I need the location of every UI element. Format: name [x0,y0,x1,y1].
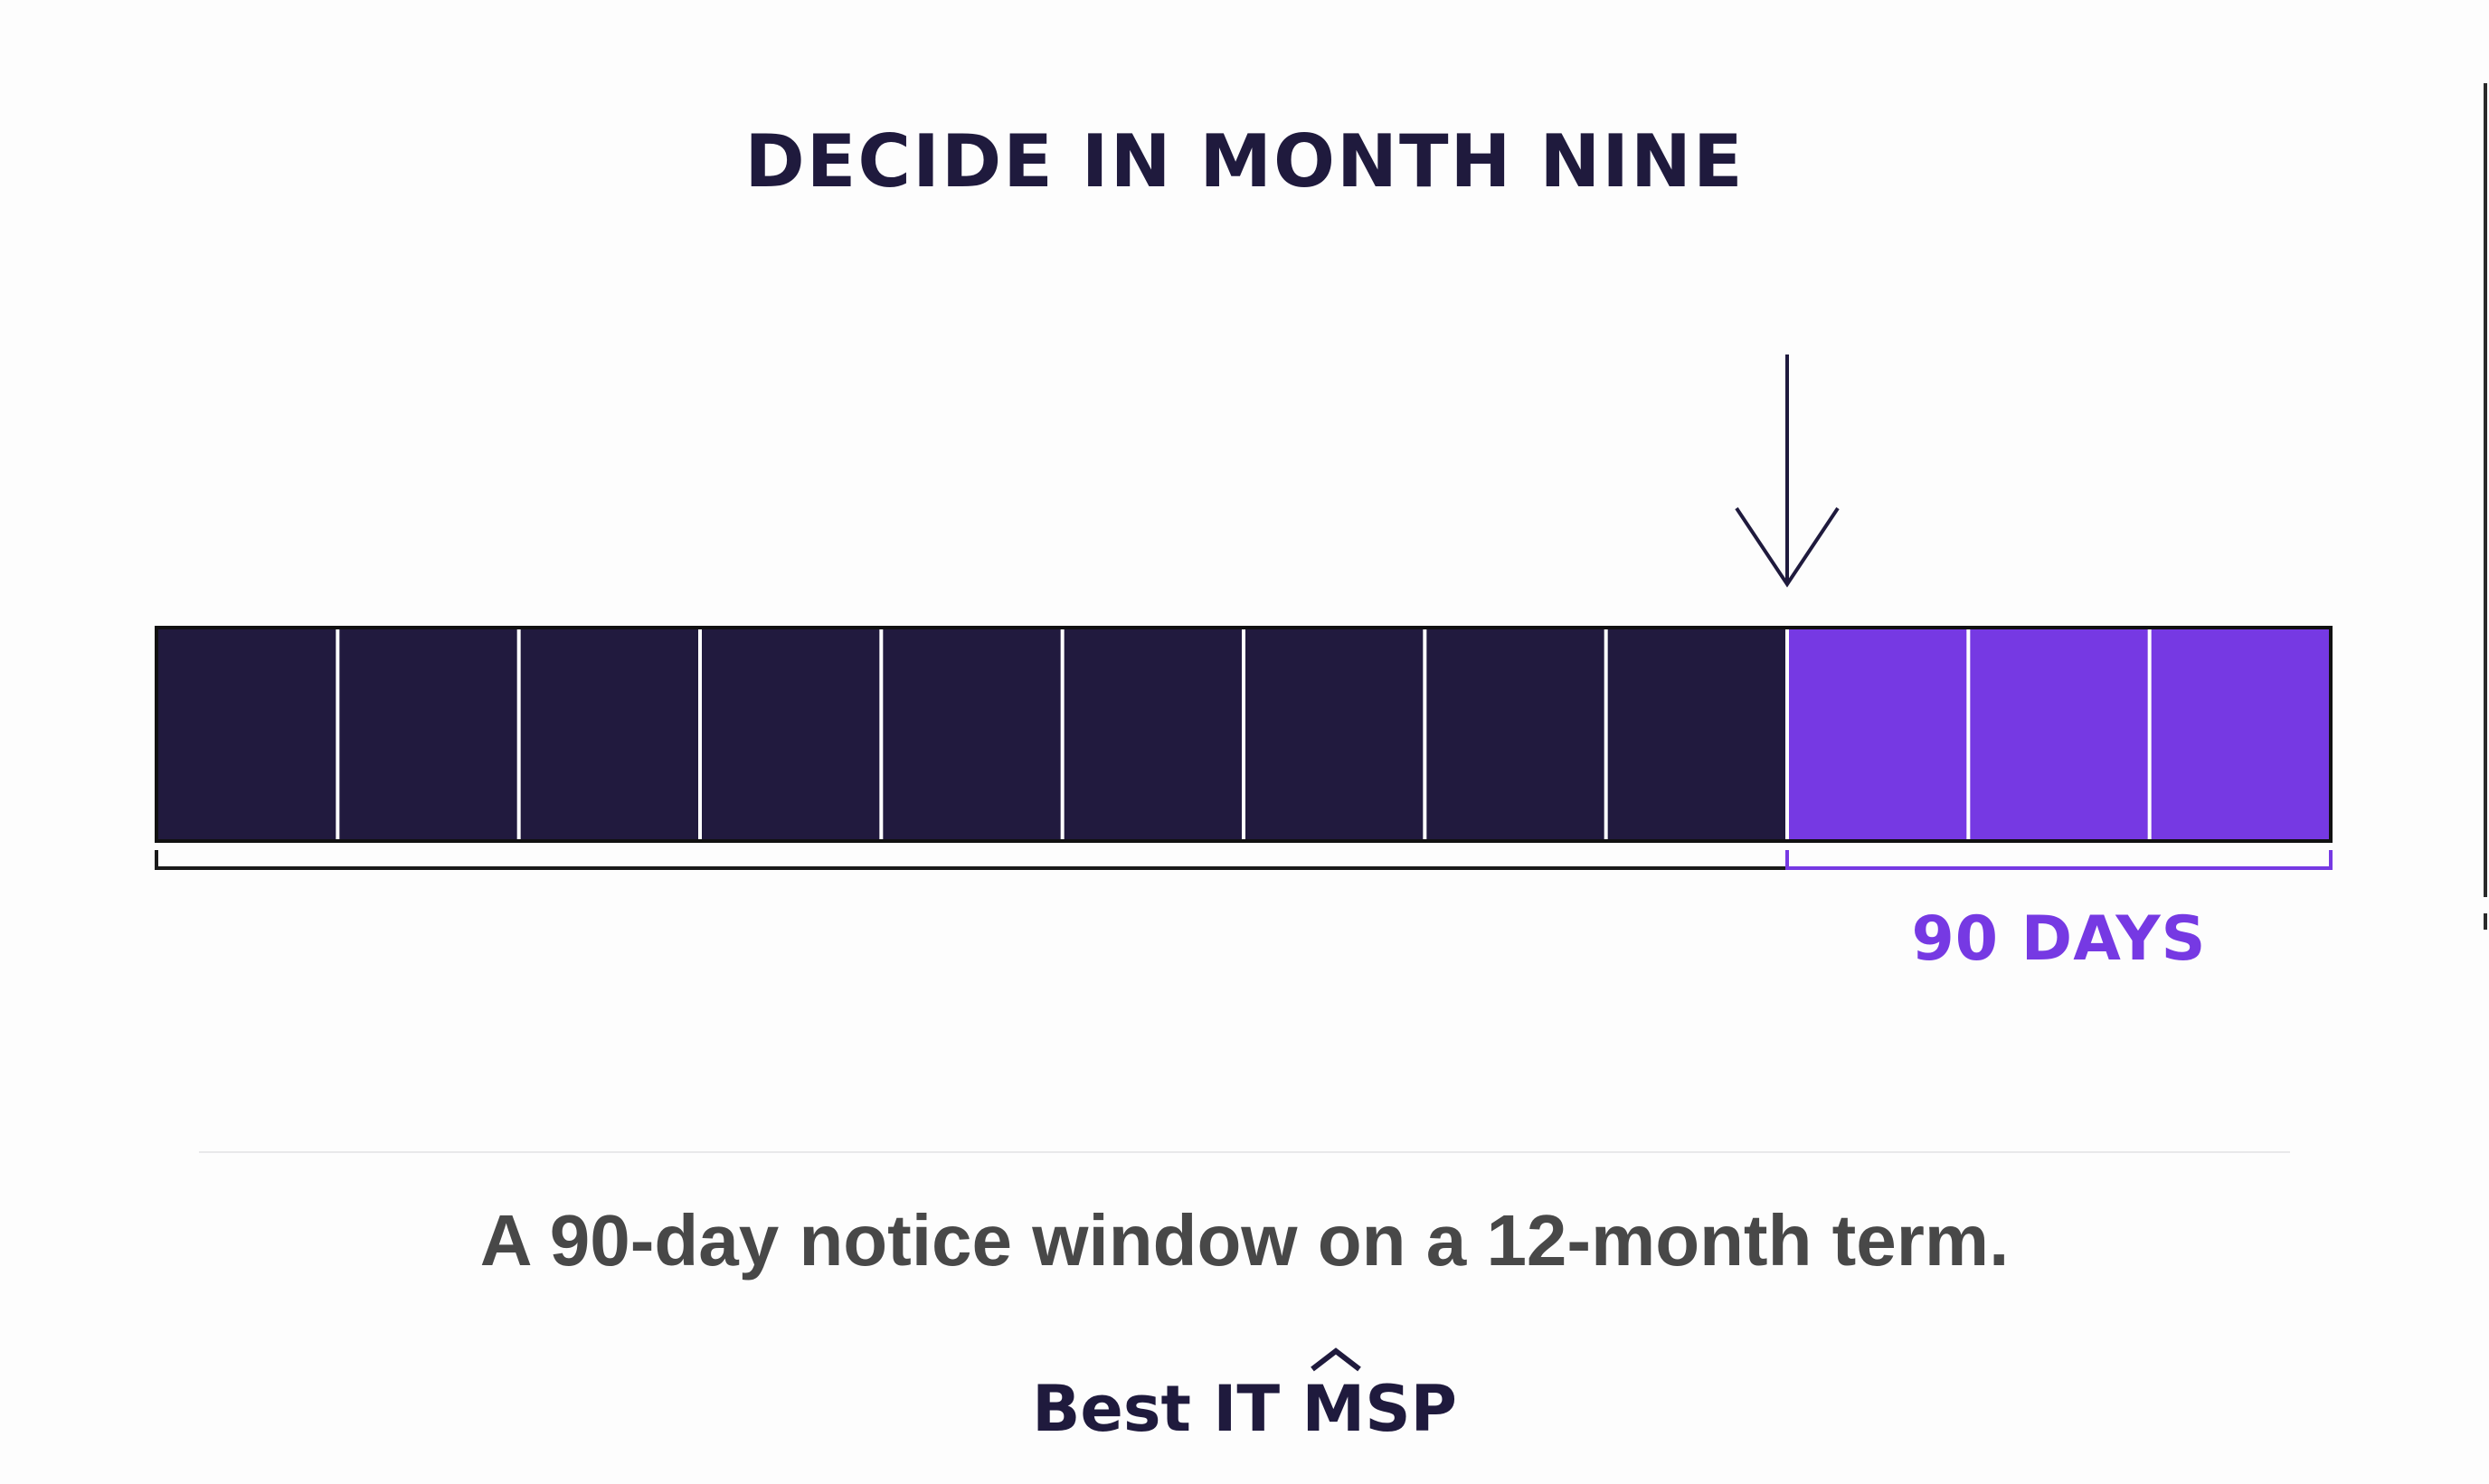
month-block-elapsed [1424,628,1607,841]
month-block-elapsed [518,628,701,841]
arrow-down-icon [1735,354,1840,588]
month-block-elapsed [700,628,882,841]
month-block-notice [2149,628,2332,841]
caption: A 90-day notice window on a 12-month ter… [479,1200,2010,1281]
timeline-bar-outline [155,626,2333,843]
notice-period-bracket [1785,850,2333,870]
month-block-notice [1787,628,1969,841]
month-blocks [156,628,2332,841]
page-title: DECIDE IN MONTH NINE [744,119,1745,203]
month-block-notice [1968,628,2151,841]
month-separators [336,629,2152,839]
month-block-elapsed [1062,628,1244,841]
month-block-elapsed [1605,628,1788,841]
brand-logo: Best IT MSP [0,1347,2489,1452]
elapsed-period-bracket [155,850,1789,870]
divider [199,1151,2290,1153]
month-block-elapsed [1244,628,1425,841]
caret-up-icon [1311,1347,1361,1372]
month-block-elapsed [156,628,338,841]
month-block-elapsed [337,628,520,841]
edge-line [2484,83,2487,897]
notice-period-label: 90 DAYS [1911,903,2207,975]
arrow-head [1735,506,1840,588]
period-brackets [155,850,2333,870]
brand-name: Best IT MSP [1032,1372,1457,1446]
month-block-elapsed [881,628,1064,841]
edge-tick [2484,913,2487,930]
